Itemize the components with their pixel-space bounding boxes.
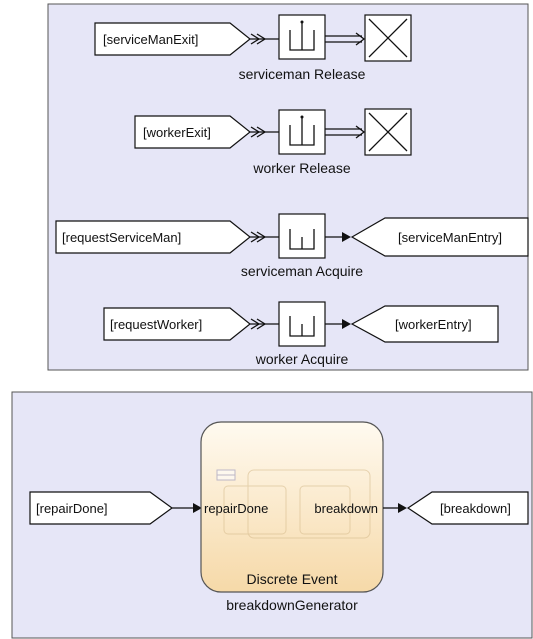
from-tag-servicemanexit[interactable]	[94, 22, 251, 56]
release-glyph-dot	[300, 20, 304, 24]
serviceman-acquire-group: [requestServiceMan] [serviceManEntry] se…	[55, 213, 529, 279]
serviceman-release-group: [serviceManExit] serviceman Release	[94, 14, 412, 82]
from-tag-workerexit-label: [workerExit]	[143, 125, 211, 140]
goto-tag-servicemanentry[interactable]	[350, 217, 529, 257]
breakdown-generator-group: [repairDone] repairDone breakdown Discre…	[29, 421, 529, 613]
release-glyph-dot	[300, 115, 304, 119]
arrowhead-icon	[342, 232, 351, 242]
entity-double-line	[325, 35, 362, 43]
arrowhead-icon	[193, 503, 202, 513]
entity-port-icon	[355, 125, 366, 139]
entity-double-line	[325, 128, 362, 136]
output-port-breakdown: breakdown	[314, 501, 378, 516]
goto-tag-workerentry[interactable]	[350, 305, 499, 343]
serviceman-release-caption: serviceman Release	[239, 66, 366, 82]
goto-tag-breakdown-label: [breakdown]	[440, 501, 511, 516]
worker-release-group: [workerExit] worker Release	[134, 108, 412, 176]
from-tag-repairdone-label: [repairDone]	[36, 501, 108, 516]
stateflow-chart-icon	[216, 469, 371, 539]
from-tag-workerexit[interactable]	[134, 115, 251, 149]
from-tag-repairdone[interactable]	[29, 491, 174, 525]
subsystem-type-label: Discrete Event	[246, 571, 337, 587]
serviceman-acquire-block[interactable]	[278, 213, 326, 259]
from-tag-requestserviceman-label: [requestServiceMan]	[62, 230, 181, 245]
input-port-repairdone: repairDone	[204, 501, 268, 516]
goto-tag-breakdown[interactable]	[406, 491, 529, 525]
worker-release-caption: worker Release	[252, 160, 350, 176]
entity-port-icon	[355, 32, 366, 46]
release-glyph-icon	[289, 22, 315, 51]
acquire-glyph-icon	[289, 229, 315, 250]
serviceman-acquire-caption: serviceman Acquire	[241, 263, 363, 279]
from-tag-requestworker-label: [requestWorker]	[110, 317, 202, 332]
from-tag-requestserviceman[interactable]	[55, 220, 251, 254]
subsystem-name-caption: breakdownGenerator	[226, 597, 358, 613]
x-terminator-icon	[368, 18, 408, 58]
goto-tag-workerentry-label: [workerEntry]	[395, 317, 472, 332]
release-glyph-icon	[289, 117, 315, 146]
goto-tag-servicemanentry-label: [serviceManEntry]	[398, 230, 502, 245]
arrowhead-icon	[342, 319, 351, 329]
worker-acquire-caption: worker Acquire	[255, 351, 349, 367]
worker-acquire-group: [requestWorker] [workerEntry] worker Acq…	[103, 301, 499, 367]
from-tag-servicemanexit-label: [serviceManExit]	[103, 32, 198, 47]
x-terminator-icon	[368, 112, 408, 152]
from-tag-requestworker[interactable]	[103, 307, 251, 341]
acquire-glyph-icon	[289, 316, 315, 337]
breakdown-generator-subsystem[interactable]	[200, 421, 384, 593]
arrowhead-icon	[398, 503, 407, 513]
